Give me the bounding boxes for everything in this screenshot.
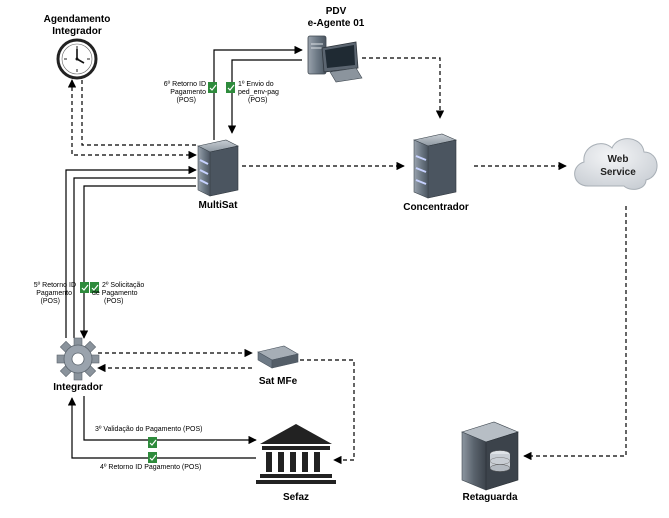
doc-check-icon	[148, 452, 157, 463]
step3-label: 3º Validação do Pagamento (POS)	[95, 426, 203, 433]
doc-check-icon	[80, 282, 89, 293]
step5-label-line2: Pagamento	[36, 290, 72, 297]
step6-label-line2: Pagamento	[170, 89, 206, 96]
step6-label-line3: (POS)	[177, 97, 196, 104]
conn-integrador-to-multisat-inner	[73, 177, 196, 338]
server-icon	[197, 139, 239, 197]
cloud-icon	[574, 138, 658, 190]
clock-icon	[56, 38, 98, 80]
database-server-icon	[461, 421, 519, 491]
computer-icon	[307, 35, 363, 83]
server-icon	[413, 133, 457, 199]
webservice-label-line1: Web	[608, 154, 629, 165]
step6-label-line1: 6º Retorno ID	[164, 81, 206, 88]
concentrador-label: Concentrador	[403, 202, 469, 213]
conn-integrador-to-multisat-outer	[65, 165, 197, 338]
doc-check-icon	[208, 82, 217, 93]
conn-pdv-to-multisat	[227, 59, 302, 134]
multisat-label: MultiSat	[199, 200, 239, 211]
step5-label-line3: (POS)	[41, 298, 60, 305]
conn-pdv-to-concentrador	[362, 57, 445, 119]
conn-webservice-to-retaguarda	[523, 206, 627, 461]
step5-label-line1: 5º Retorno ID	[34, 282, 76, 289]
doc-check-icon	[226, 82, 235, 93]
step4-label: 4º Retorno ID Pagamento (POS)	[100, 464, 201, 471]
step1-label-line2: ped_env-pag	[238, 89, 279, 96]
conn-multisat-to-pdv	[213, 45, 303, 140]
sefaz-label: Sefaz	[283, 492, 309, 503]
connectors	[65, 45, 627, 465]
conn-sefaz-to-integrador	[67, 397, 256, 459]
step1-label-line1: 1º Envio do	[238, 81, 274, 88]
step2-label-line2: de Pagamento	[92, 290, 138, 297]
integrador-label: Integrador	[53, 382, 103, 393]
step2-label-line3: (POS)	[104, 298, 123, 305]
pdv-label-line1: PDV	[326, 6, 347, 17]
conn-multisat-to-integrador	[79, 185, 196, 339]
pdv-label-line2: e-Agente 01	[308, 18, 365, 29]
doc-check-icon	[148, 437, 157, 448]
conn-agendamento-multisat	[67, 79, 197, 160]
agendamento-label-line2: Integrador	[52, 26, 102, 37]
retaguarda-label: Retaguarda	[462, 492, 517, 503]
step1-label-line3: (POS)	[248, 97, 267, 104]
conn-satmfe-to-sefaz	[300, 359, 355, 465]
sat-device-icon	[257, 345, 299, 369]
step2-label-line1: 2º Solicitação	[102, 282, 144, 289]
webservice-label-line2: Service	[600, 167, 636, 178]
conn-agendamento-multisat-inner	[81, 80, 196, 146]
conn-integrador-to-sefaz	[83, 396, 257, 445]
satmfe-label: Sat MFe	[259, 376, 298, 387]
agendamento-label-line1: Agendamento	[44, 14, 111, 25]
gear-icon	[56, 337, 100, 381]
building-icon	[256, 424, 336, 484]
doc-check-icon	[90, 282, 99, 293]
